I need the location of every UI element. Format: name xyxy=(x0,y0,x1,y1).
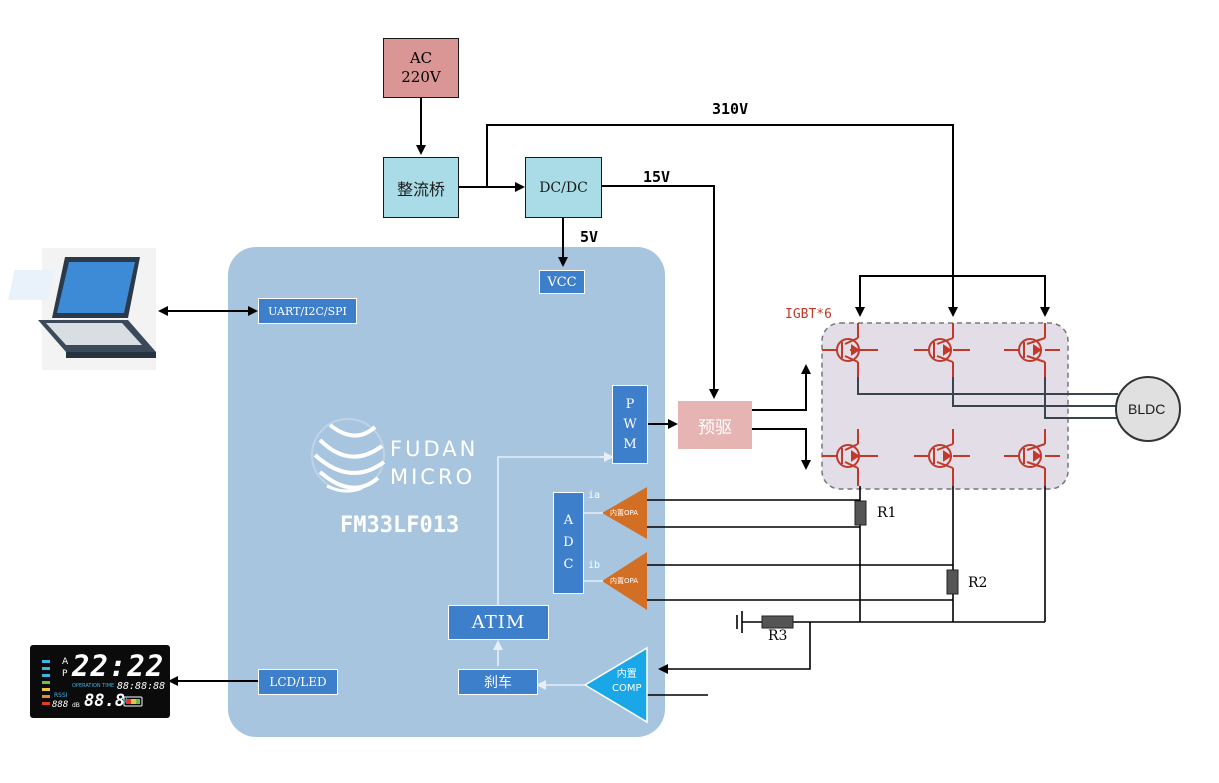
lcd-rssi-label: RSSI xyxy=(54,692,68,699)
comp-label-line2: COMP xyxy=(612,683,642,694)
pwm-letter: W xyxy=(623,416,637,432)
r2-label: R2 xyxy=(968,575,988,591)
opa-ia xyxy=(602,487,647,539)
ac-voltage-label: 220V xyxy=(401,68,441,86)
opa-ia-label: 内置OPA xyxy=(610,509,639,517)
r3-label: R3 xyxy=(768,628,788,644)
fudan-logo-icon xyxy=(311,418,386,493)
ia-label: ia xyxy=(588,490,601,501)
ac-label: AC xyxy=(409,49,433,67)
comp-label: 内置 COMP xyxy=(612,668,642,696)
label-5v: 5V xyxy=(580,228,599,246)
lcd-small-digits: 88:88:88 xyxy=(117,681,166,692)
lcd-led-block: LCD/LED xyxy=(258,669,338,695)
igbt-symbols xyxy=(822,323,1060,486)
lcd-tiny-digits: 888 xyxy=(52,700,69,710)
logo-text-fudan: FUDAN xyxy=(390,437,479,461)
adc-letter: A xyxy=(563,513,574,528)
predriver-label: 预驱 xyxy=(698,417,732,438)
pwm-letter: P xyxy=(625,396,635,412)
rectifier-label: 整流桥 xyxy=(396,179,445,199)
uart-label: UART/I2C/SPI xyxy=(268,304,347,318)
uart-block: UART/I2C/SPI xyxy=(258,298,357,324)
lcd-display-icon xyxy=(30,645,170,718)
ib-label: ib xyxy=(588,560,601,571)
lcd-led-label: LCD/LED xyxy=(269,675,327,689)
mcu-body xyxy=(228,247,665,737)
lcd-big-digits: 88.8 xyxy=(84,691,125,711)
adc-block: A D C xyxy=(553,492,584,594)
adc-letter: D xyxy=(563,535,574,550)
brake-block: 刹车 xyxy=(458,669,538,695)
lcd-unit-label: V xyxy=(122,696,128,705)
vcc-label: VCC xyxy=(547,274,577,290)
r1-label: R1 xyxy=(877,505,897,521)
predriver-block: 预驱 xyxy=(678,401,752,449)
bldc-motor xyxy=(1115,376,1181,442)
atim-label: ATIM xyxy=(471,612,526,633)
pwm-block: P W M xyxy=(612,385,648,464)
bldc-label: BLDC xyxy=(1128,401,1166,417)
opa-ib xyxy=(602,552,647,610)
igbt-module xyxy=(821,322,1069,490)
ac-source-block: AC 220V xyxy=(383,38,459,98)
lcd-operation-label: OPERATION TIME xyxy=(72,683,115,689)
pwm-letter: M xyxy=(623,436,637,452)
dcdc-block: DC/DC xyxy=(525,157,602,218)
brake-label: 刹车 xyxy=(484,675,512,691)
comp-triangle xyxy=(583,646,648,724)
logo-text-micro: MICRO xyxy=(390,465,476,489)
lcd-a-label: A xyxy=(62,657,69,667)
laptop-icon xyxy=(8,248,156,370)
dcdc-label: DC/DC xyxy=(539,179,588,196)
rectifier-block: 整流桥 xyxy=(383,157,459,218)
lcd-time: 22:22 xyxy=(72,649,165,683)
igbt-label: IGBT*6 xyxy=(785,307,832,322)
comp-label-line1: 内置 xyxy=(616,669,637,680)
atim-block: ATIM xyxy=(448,605,549,640)
vcc-block: VCC xyxy=(539,270,585,294)
lcd-db-label: dB xyxy=(72,702,80,709)
label-310v: 310V xyxy=(712,100,749,118)
opa-ib-label: 内置OPA xyxy=(610,577,639,585)
label-15v: 15V xyxy=(643,168,671,186)
mcu-model-label: FM33LF013 xyxy=(340,513,460,538)
adc-letter: C xyxy=(563,557,574,572)
lcd-p-label: P xyxy=(62,669,68,679)
